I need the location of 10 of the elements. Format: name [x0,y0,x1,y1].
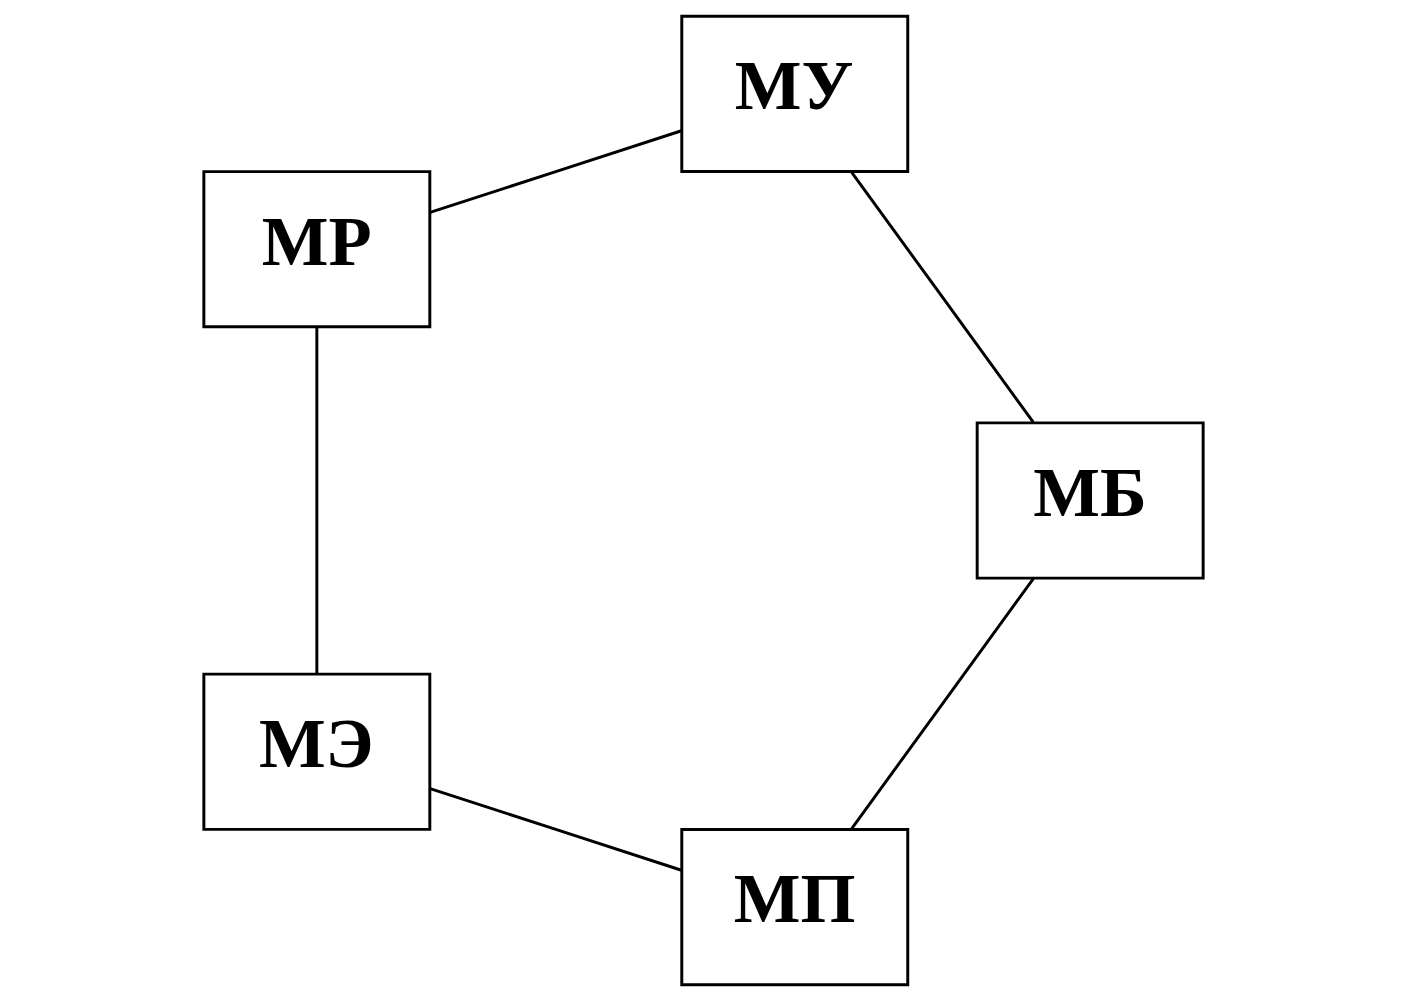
node-box: МБ [975,421,1205,580]
connector [429,787,682,872]
node-box: МП [679,827,909,987]
node-box: МР [201,170,431,329]
connector [849,171,1034,423]
connector [850,577,1035,830]
connector [429,129,682,214]
node-box: МЭ [201,672,431,831]
node-box: МУ [679,14,909,174]
connector [314,327,318,674]
